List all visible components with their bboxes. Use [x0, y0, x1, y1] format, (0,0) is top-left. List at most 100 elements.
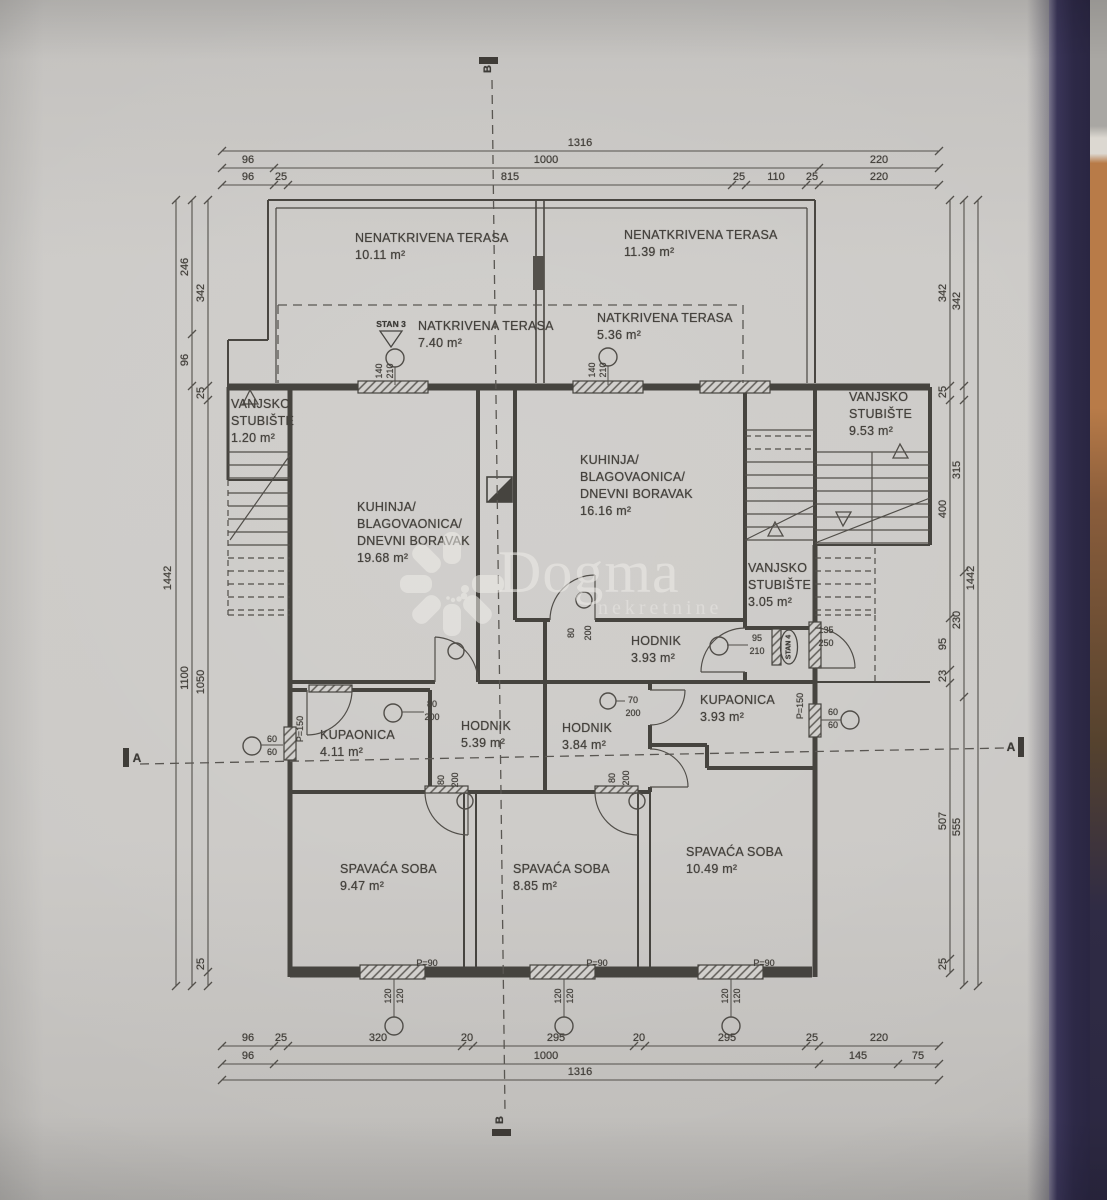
opening-markers [242, 347, 860, 1036]
background-navy-stripe [1049, 0, 1090, 1200]
dim-label: 230 [951, 610, 963, 630]
dim-label: 200 [625, 708, 641, 718]
dim-label: 23 [937, 669, 949, 683]
dim-label: 25 [937, 385, 949, 399]
dim-label: 295 [717, 1032, 737, 1044]
dim-label: 70 [627, 695, 639, 705]
dim-label: 1000 [533, 154, 559, 166]
dim-label: 220 [869, 154, 889, 166]
dim-label: 1000 [533, 1050, 559, 1062]
dim-label: 140 [374, 363, 384, 379]
dim-label: 120 [553, 988, 563, 1004]
dim-label: 25 [274, 171, 288, 183]
dim-label: 1050 [195, 669, 207, 695]
dim-label: 342 [195, 283, 207, 303]
section-a-line [139, 747, 1006, 765]
dim-label: P=150 [795, 692, 805, 720]
dim-label: 1316 [567, 1066, 593, 1078]
dim-label: 96 [241, 154, 255, 166]
stan4-oval [779, 629, 799, 665]
dim-label: 25 [937, 957, 949, 971]
stan4-marker-label: STAN 4 [785, 634, 793, 660]
dim-label: 96 [241, 1032, 255, 1044]
dimension-lines [171, 146, 983, 1085]
section-b-top-bar [479, 57, 498, 64]
section-a-right-bar [1018, 737, 1024, 757]
terrace-walls [227, 199, 816, 387]
dim-label: P=90 [416, 958, 438, 968]
dim-label: 140 [587, 362, 597, 378]
dim-label: 20 [460, 1032, 474, 1044]
dim-label: 60 [266, 734, 278, 744]
section-bars [123, 57, 1024, 1136]
dim-label: 145 [848, 1050, 868, 1062]
paper-edge-shadow [1027, 0, 1049, 1200]
dim-label: 320 [368, 1032, 388, 1044]
dim-label: 210 [598, 362, 608, 378]
dim-label: 555 [951, 817, 963, 837]
dim-label: 95 [751, 633, 763, 643]
section-b-top-label: B [482, 65, 494, 73]
dim-label: 60 [827, 707, 839, 717]
windows [283, 380, 822, 980]
dim-label: 315 [951, 460, 963, 480]
section-b-bottom-label: B [494, 1116, 506, 1124]
covered-terrace-line [277, 304, 744, 383]
section-a-left-bar [123, 748, 129, 767]
stan3-triangle [378, 330, 404, 349]
dim-label: 20 [632, 1032, 646, 1044]
dim-label: 80 [566, 627, 576, 639]
dim-label: 80 [426, 699, 438, 709]
dim-label: 80 [436, 774, 446, 786]
dim-label: 25 [732, 171, 746, 183]
dim-label: 120 [395, 988, 405, 1004]
dim-label: 25 [195, 386, 207, 400]
dim-label: 25 [274, 1032, 288, 1044]
dim-label: 96 [179, 353, 191, 367]
dim-label: 135 [818, 625, 834, 635]
dim-label: 815 [500, 171, 520, 183]
background-edge-column [1090, 0, 1107, 1200]
dim-label: 295 [546, 1032, 566, 1044]
dim-label: 210 [385, 363, 395, 379]
dim-label: 80 [607, 772, 617, 784]
dim-label: 1442 [965, 565, 977, 591]
dim-label: 25 [195, 957, 207, 971]
dim-label: 200 [450, 772, 460, 788]
dim-label: 210 [749, 646, 765, 656]
dim-label: 96 [241, 1050, 255, 1062]
dim-label: P=90 [753, 958, 775, 968]
dim-label: P=150 [295, 715, 305, 743]
stairs-middle [744, 429, 816, 541]
dim-label: 110 [767, 171, 785, 183]
dim-label: 60 [827, 720, 839, 730]
section-a-left-label: A [132, 751, 142, 765]
dim-label: 507 [937, 811, 949, 831]
shaft-symbol [486, 476, 513, 503]
dim-label: 1316 [567, 137, 593, 149]
dim-label: 342 [951, 291, 963, 311]
dim-label: 342 [937, 283, 949, 303]
dim-label: 120 [383, 988, 393, 1004]
stairs-right [814, 442, 931, 682]
doors [306, 574, 856, 836]
dim-label: 95 [937, 637, 949, 651]
dim-label: 120 [565, 988, 575, 1004]
